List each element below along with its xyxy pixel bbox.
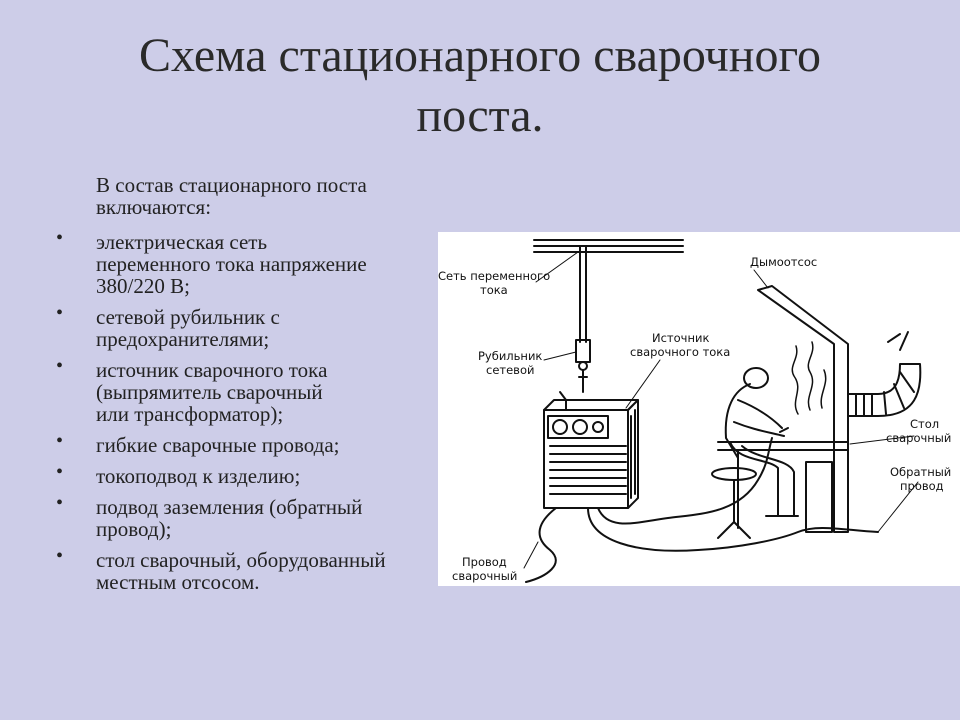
intro-line-2: включаются: xyxy=(96,195,212,219)
bullet: • xyxy=(56,492,64,514)
list-item-line: провод); xyxy=(96,517,172,541)
label-exhaust: Дымоотсос xyxy=(750,255,817,269)
fumes-icon xyxy=(791,341,827,415)
label-source-2: сварочного тока xyxy=(630,345,730,359)
title-line-1: Схема стационарного сварочного xyxy=(139,29,821,82)
bullet: • xyxy=(56,545,64,567)
list-item: • стол сварочный, оборудованный местным … xyxy=(56,545,466,594)
list-item: • сетевой рубильник с предохранителями; xyxy=(56,302,466,351)
bullet: • xyxy=(56,302,64,324)
list-item-line: или трансформатор); xyxy=(96,402,284,426)
list-item-line: переменного тока напряжение xyxy=(96,252,367,276)
label-network-1: Сеть переменного xyxy=(438,269,550,283)
bullet: • xyxy=(56,430,64,452)
intro-line-1: В состав стационарного поста xyxy=(96,173,367,197)
bullet: • xyxy=(56,461,64,483)
power-lines xyxy=(533,239,684,253)
title-line-2: поста. xyxy=(416,89,544,142)
list-item-line: сетевой рубильник с xyxy=(96,305,280,329)
label-table-2: сварочный xyxy=(886,431,951,445)
label-wire-2: сварочный xyxy=(452,569,517,583)
list-item-line: гибкие сварочные провода; xyxy=(96,433,340,457)
label-return-2: провод xyxy=(900,479,944,493)
label-wire-1: Провод xyxy=(462,555,507,569)
list-item-line: 380/220 В; xyxy=(96,274,190,298)
label-source-1: Источник xyxy=(652,331,709,345)
diagram-svg: Сеть переменного тока Рубильник сетевой … xyxy=(438,239,951,583)
components-list: • электрическая сеть переменного тока на… xyxy=(56,227,466,602)
welder-icon xyxy=(724,367,799,517)
welding-cable xyxy=(525,507,557,583)
list-item-line: (выпрямитель сварочный xyxy=(96,380,323,404)
list-item-line: подвод заземления (обратный xyxy=(96,495,363,519)
switch-icon xyxy=(575,339,591,393)
list-item: • подвод заземления (обратный провод); xyxy=(56,492,466,541)
bullet: • xyxy=(56,227,64,249)
welding-table-icon xyxy=(717,285,849,533)
label-switch-1: Рубильник xyxy=(478,349,542,363)
list-item: • источник сварочного тока (выпрямитель … xyxy=(56,355,466,426)
power-source-icon xyxy=(543,391,639,509)
list-item-line: стол сварочный, оборудованный xyxy=(96,548,386,572)
label-return-1: Обратный xyxy=(890,465,951,479)
list-item-line: токоподвод к изделию; xyxy=(96,464,301,488)
leader-lines xyxy=(523,251,919,569)
list-item-line: источник сварочного тока xyxy=(96,358,328,382)
stool-icon xyxy=(711,467,757,539)
list-item: • гибкие сварочные провода; xyxy=(56,430,466,457)
return-cable xyxy=(587,507,879,552)
list-item-line: предохранителями; xyxy=(96,327,270,351)
bullet: • xyxy=(56,355,64,377)
slide-title: Схема стационарного сварочного поста. xyxy=(0,26,960,146)
intro-text: В состав стационарного поста включаются: xyxy=(96,174,456,218)
list-item: • токоподвод к изделию; xyxy=(56,461,466,488)
list-item: • электрическая сеть переменного тока на… xyxy=(56,227,466,298)
list-item-line: электрическая сеть xyxy=(96,230,268,254)
label-switch-2: сетевой xyxy=(486,363,534,377)
exhaust-pipe-icon xyxy=(847,331,922,417)
list-item-line: местным отсосом. xyxy=(96,570,260,594)
welding-post-diagram: Сеть переменного тока Рубильник сетевой … xyxy=(438,232,960,586)
label-network-2: тока xyxy=(480,283,508,297)
label-table-1: Стол xyxy=(910,417,939,431)
